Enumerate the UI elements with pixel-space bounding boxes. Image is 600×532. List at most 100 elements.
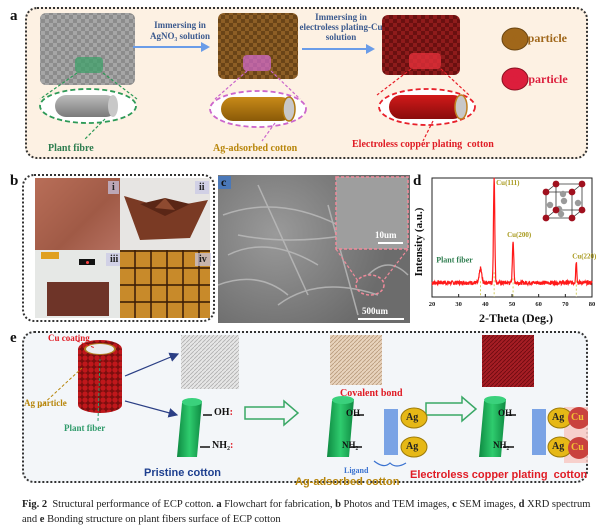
step1-line1: Immersing in [154,20,206,30]
ag-text-1: Ag [406,412,419,423]
crystal-red-atom [552,180,560,188]
caption-segment: Flowchart for fabrication, [221,499,336,510]
sem-fibers [218,176,409,320]
figure-caption: Fig. 2 Structural performance of ECP cot… [22,497,592,527]
xrd-x-tick-label: 60 [535,301,542,308]
led-light [86,261,89,264]
step1-line2: AgNO₃ solution [150,31,210,41]
oh-group-3: OH [498,408,513,418]
cu-plating-cotton-label-e: Electroless copper plating cotton [410,469,588,481]
caption-segment: Photos and TEM images, [340,499,453,510]
battery-connector [41,252,59,259]
caption-panel-ref: a [216,499,222,510]
crystal-gray-atom [546,201,554,209]
caption-fig-number: Fig. 2 [22,499,48,510]
ag-particle-2 [400,436,428,458]
nh2-group-1: NH₂: [212,440,234,451]
crystal-red-atom [568,214,576,222]
hollow-arrow-2 [425,395,478,423]
xrd-y-axis-label: Intensity (a.u.) [413,207,425,276]
panel-b-label: b [10,173,19,189]
crystal-red-atom [578,206,586,214]
panel-a-label: a [10,8,18,24]
caption-segment: Bonding structure on plant fibers surfac… [44,514,281,525]
xrd-x-tick-label: 50 [509,301,516,308]
photo-i [35,178,120,250]
step1-arrowhead [201,42,210,52]
ligand-bar-1 [384,409,398,455]
ag-adsorbed-cotton-label-e: Ag-adsorbed cotton [295,476,400,488]
step2-arrow [302,48,368,50]
panel-e-label: e [10,330,17,346]
cu-text-2: Cu [571,442,584,453]
panel-e-figure [39,335,588,467]
crystal-red-atom [542,214,550,222]
cu-particle-legend-label: Cu particle [510,72,568,86]
cu-particle-2 [568,437,588,459]
ligand-label: Ligand [344,466,369,475]
ag-text-4: Ag [552,441,565,452]
photo-iv-tag: iv [195,253,211,266]
nh2-group-2: NH₂ [342,440,359,450]
ag-text-2: Ag [406,441,419,452]
ag-stage-green-cylinder [327,396,354,457]
step2-text: Immersing in electroless plating-Cu solu… [296,12,386,42]
caption-panel-ref: c [452,499,457,510]
crystal-red-atom [578,180,586,188]
caption-panel-ref: d [518,499,525,510]
nh2-group-3: NH₂ [493,440,510,450]
panel-b-frame [22,174,215,322]
gray-fabric [40,13,135,85]
step2-line1: Immersing in [315,12,367,22]
xrd-axes [431,177,593,298]
plant-fibre-cylinder [55,95,118,117]
caption-segment: SEM images, [456,499,519,510]
ag-adsorbed-cotton-label: Ag-adsorbed cotton [213,143,298,154]
cu-plating-cotton-label: Electroless copper plating cotton [352,139,494,150]
xrd-series-line [431,177,593,287]
cu-particle-legend-swatch [501,67,529,91]
ag-particle-label: Ag particle [24,398,67,408]
crystal-gray-atom [560,197,568,205]
ag-text-3: Ag [552,412,565,423]
ag-fabric-swatch [330,335,382,385]
caption-panel-ref: b [335,499,341,510]
step2-arrowhead [366,44,375,54]
ag-cotton-cylinder [221,96,296,122]
cu-fabric-swatch [482,335,534,387]
folded-fabric-bowl [124,196,208,240]
step2-line3: solution [325,32,357,42]
cu-coated-fiber-cylinder [78,340,122,413]
pristine-cotton-label: Pristine cotton [144,467,222,479]
crystal-red-atom [568,188,576,196]
crystal-gray-atom [557,210,565,218]
photo-iii [35,250,120,318]
fcc-crystal-icon [542,180,586,222]
oh-text: OH [214,407,230,418]
cu-text-1: Cu [571,412,584,423]
red-fabric [382,15,460,75]
pristine-fabric-swatch [181,335,239,389]
oh-group-2: OH [346,408,361,418]
photo-iii-tag: iii [106,253,123,266]
xrd-x-tick-label: 30 [455,301,462,308]
hollow-arrow-1 [244,399,300,427]
photo-i-tag: i [108,181,119,194]
xrd-peak-label: Plant fiber [436,255,473,264]
xrd-peak-label: Cu(200) [507,231,532,239]
caption-panel-ref: e [39,514,45,525]
xrd-x-tick-label: 80 [589,301,596,308]
step1-arrow [133,46,203,48]
caption-segment: Structural performance of ECP cotton. [47,499,217,510]
panel-d-label: d [413,173,422,189]
covalent-bond-label: Covalent bond [340,388,403,399]
xrd-x-tick-label: 40 [482,301,489,308]
brown-fabric [218,13,298,79]
main-scale-label: 500um [362,306,389,316]
photo-ii-tag: ii [195,181,209,194]
ag-particle-1 [400,407,428,429]
crystal-red-atom [552,206,560,214]
